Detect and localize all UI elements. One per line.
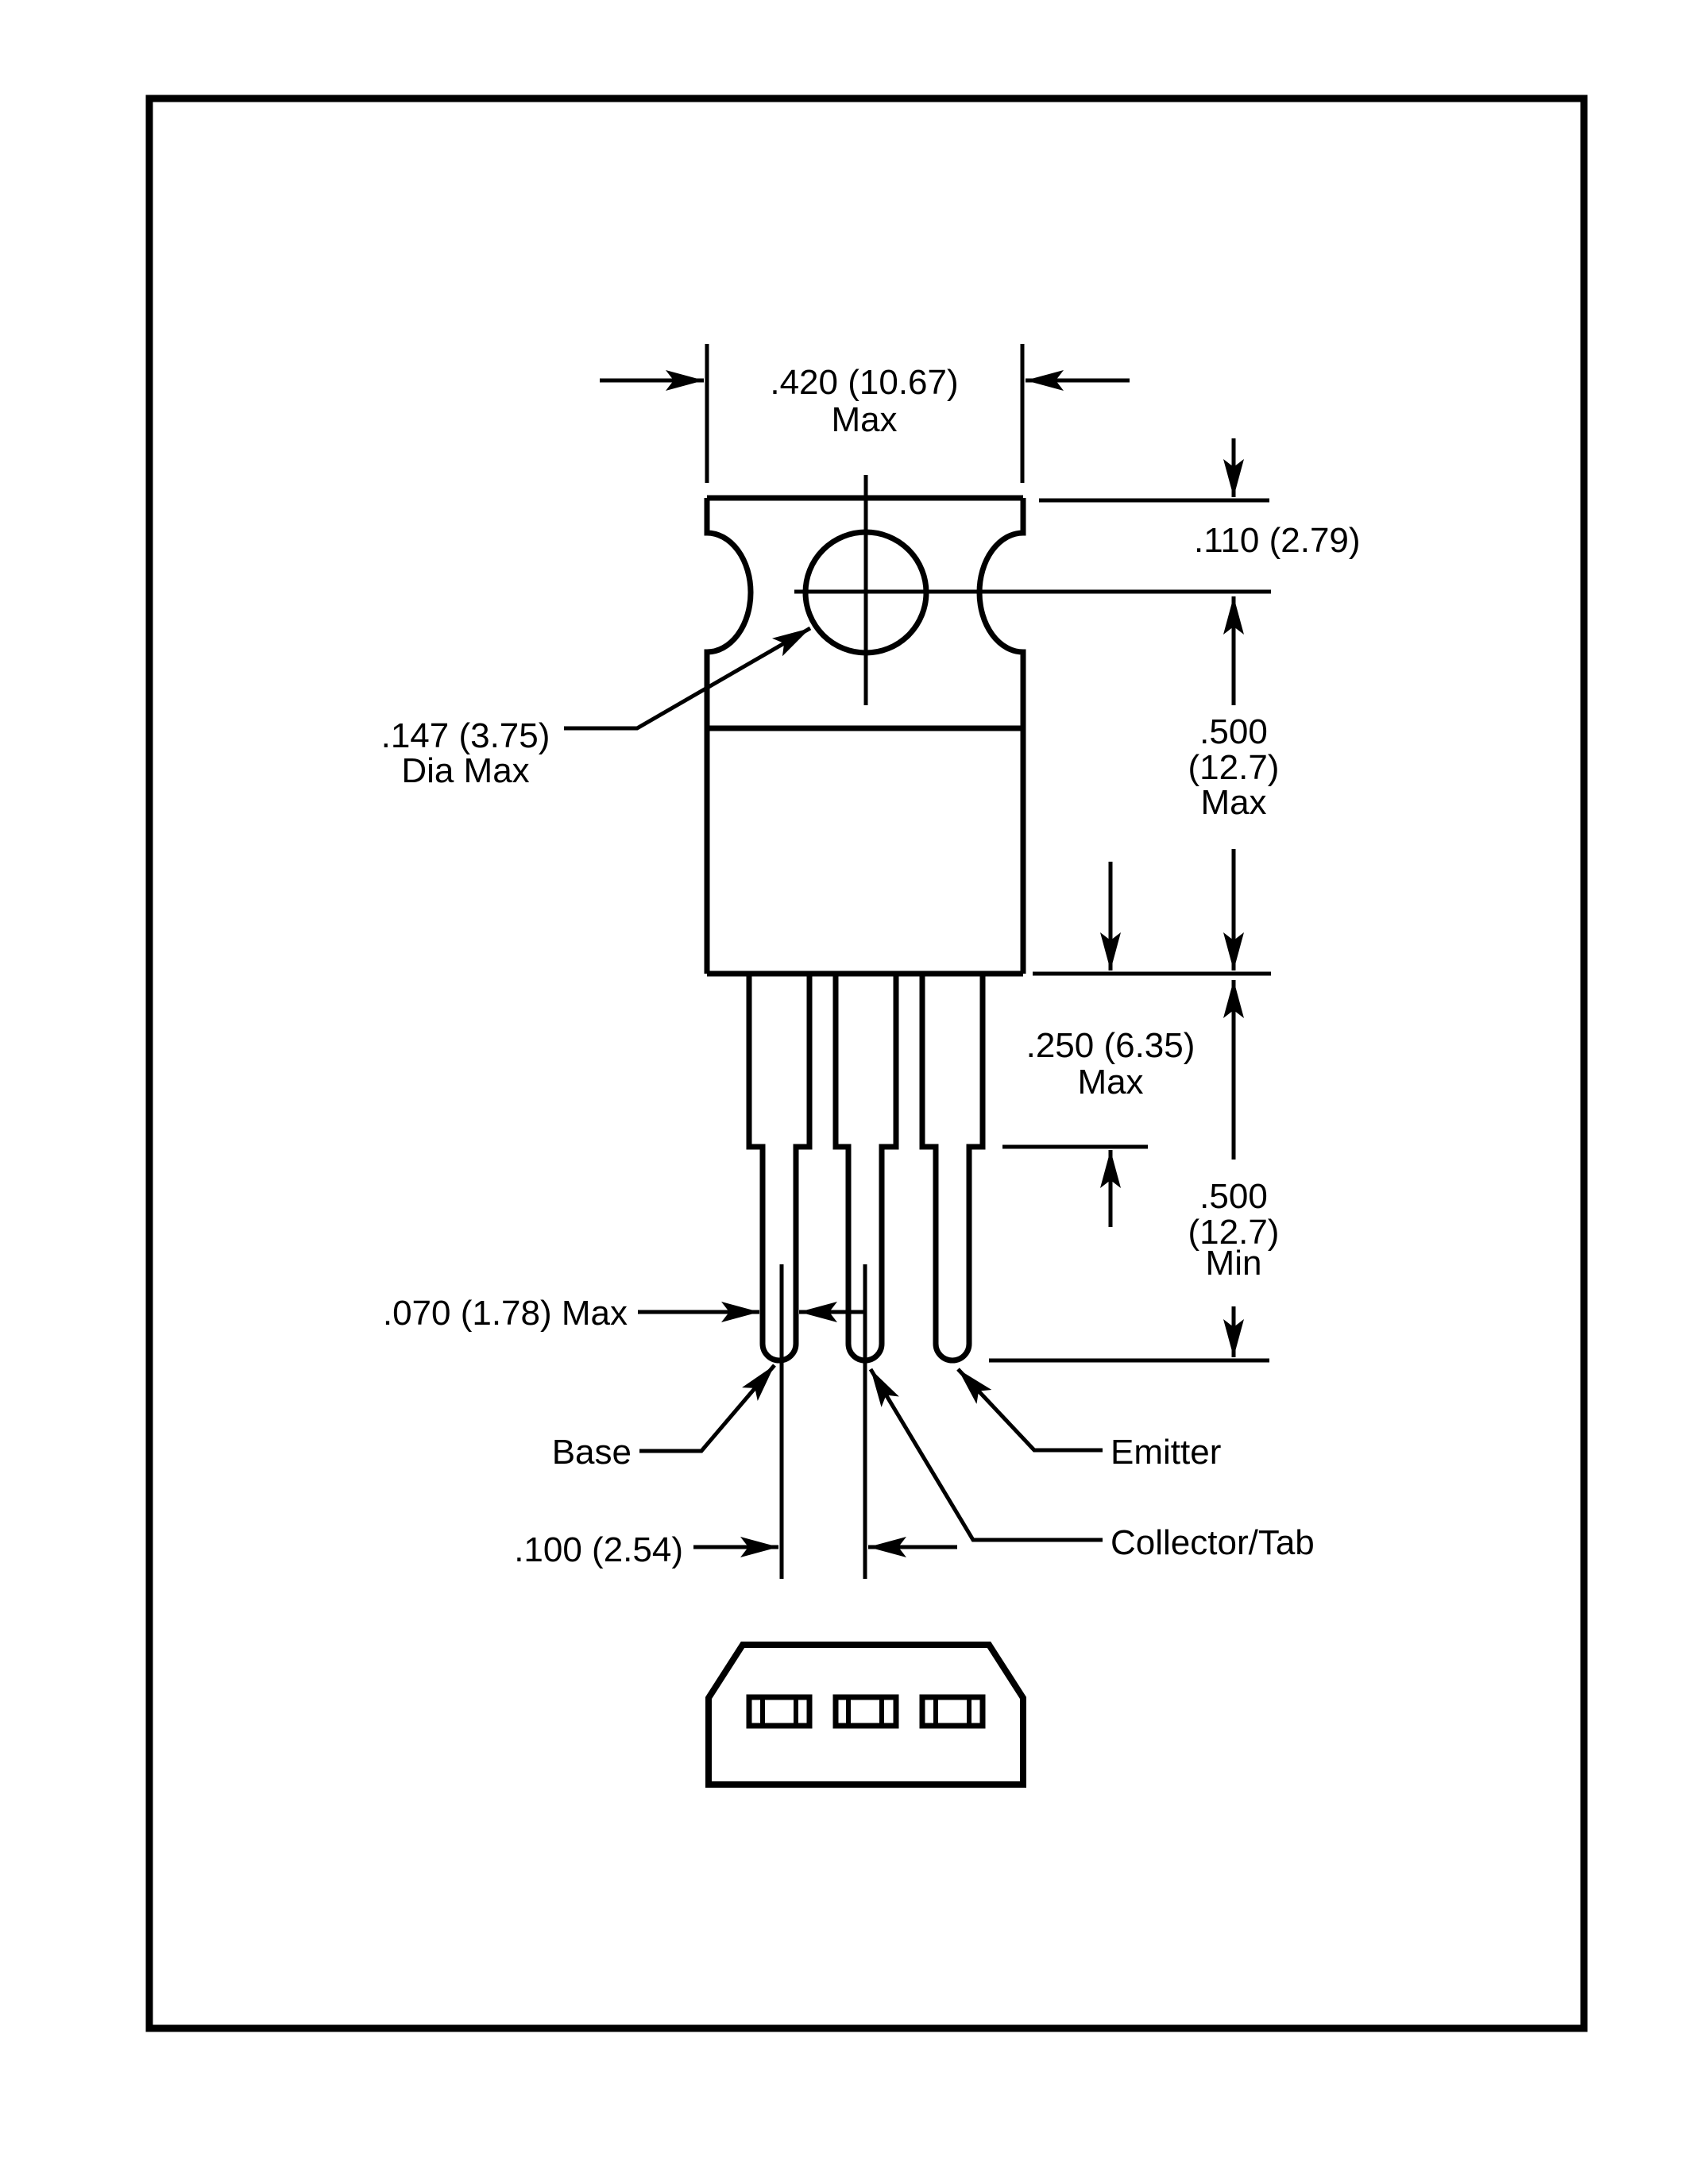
dim-body-width-qual: Max <box>831 400 897 439</box>
dim-pitch: .100 (2.54) <box>514 1530 683 1569</box>
dimension-lines <box>564 344 1271 1579</box>
lead-emitter <box>919 974 986 1364</box>
body-left-edge-notch <box>704 498 754 974</box>
dim-body-height-1: .500 <box>1199 712 1268 751</box>
pin-section-emitter <box>919 1694 986 1729</box>
bottom-view <box>705 1642 1026 1788</box>
dim-lead-length-2: (12.7) <box>1188 1213 1280 1252</box>
collector-leader <box>868 1368 1103 1542</box>
dim-lead-length-1: .500 <box>1199 1177 1268 1216</box>
dim-body-height-2: (12.7) <box>1188 748 1280 787</box>
base-leader <box>639 1364 776 1453</box>
label-base: Base <box>552 1433 632 1472</box>
lead-base <box>746 974 813 1364</box>
dim-body-width: .420 (10.67) <box>770 363 958 402</box>
label-collector: Collector/Tab <box>1111 1523 1315 1562</box>
front-view <box>704 495 1026 1364</box>
dim-lead-length-3: Min <box>1206 1244 1262 1283</box>
emitter-leader <box>956 1368 1103 1453</box>
dim-shoulder: .250 (6.35) <box>1026 1026 1196 1065</box>
body-right-edge-notch <box>976 498 1026 974</box>
dim-hole-dia: .147 (3.75) <box>381 716 550 755</box>
bottom-view-outline <box>705 1642 1026 1788</box>
page-border <box>145 95 1588 2032</box>
dim-lead-width: .070 (1.78) Max <box>383 1294 628 1333</box>
pin-section-base <box>746 1694 813 1729</box>
dim-body-height-3: Max <box>1200 783 1266 822</box>
dim-shoulder-qual: Max <box>1077 1063 1143 1102</box>
dim-hole-dia-qual: Dia Max <box>401 751 529 790</box>
labels: .420 (10.67) Max .110 (2.79) .147 (3.75)… <box>381 363 1361 1569</box>
label-emitter: Emitter <box>1111 1433 1221 1472</box>
dim-hole-offset: .110 (2.79) <box>1194 521 1361 560</box>
pin-section-collector <box>832 1694 899 1729</box>
hole-dia-leader <box>564 626 812 731</box>
